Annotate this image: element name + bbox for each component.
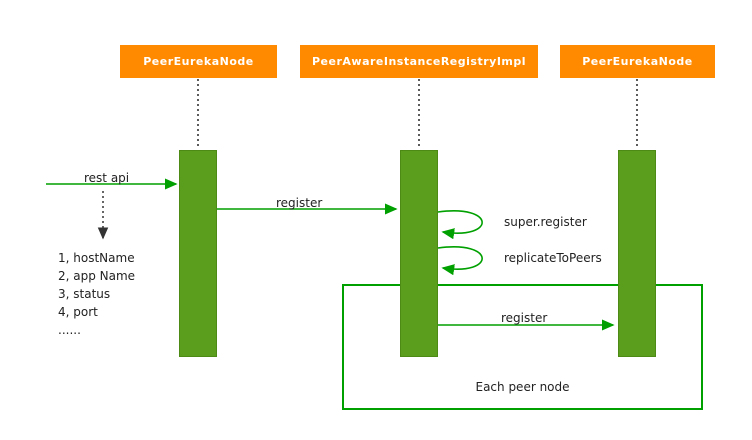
activation-bar-left	[179, 150, 217, 357]
note-line: 1, hostName	[58, 251, 135, 265]
activation-bar-middle	[400, 150, 438, 357]
participant-label: PeerEurekaNode	[143, 55, 254, 68]
participant-label: PeerEurekaNode	[582, 55, 693, 68]
participant-peer-eureka-node-right: PeerEurekaNode	[560, 45, 715, 78]
replicate-to-peers-label: replicateToPeers	[504, 251, 602, 265]
note-list: 1, hostName 2, app Name 3, status 4, por…	[58, 249, 135, 339]
frame-label: Each peer node	[475, 380, 570, 394]
activation-bar-right	[618, 150, 656, 357]
each-peer-node-frame: Each peer node	[342, 284, 703, 410]
rest-api-label: rest api	[84, 171, 130, 185]
participant-peer-aware-instance-registry-impl: PeerAwareInstanceRegistryImpl	[300, 45, 538, 78]
replicate-to-peers-loop	[437, 246, 483, 276]
super-register-loop	[437, 210, 483, 240]
note-line: 2, app Name	[58, 269, 136, 283]
note-line: 4, port	[58, 305, 98, 319]
note-line: 3, status	[58, 287, 111, 301]
participant-label: PeerAwareInstanceRegistryImpl	[311, 55, 527, 68]
participant-peer-eureka-node-left: PeerEurekaNode	[120, 45, 277, 78]
register-label-1: register	[276, 196, 323, 210]
super-register-label: super.register	[504, 215, 587, 229]
register-label-2: register	[501, 311, 548, 325]
note-line: ......	[58, 323, 81, 337]
